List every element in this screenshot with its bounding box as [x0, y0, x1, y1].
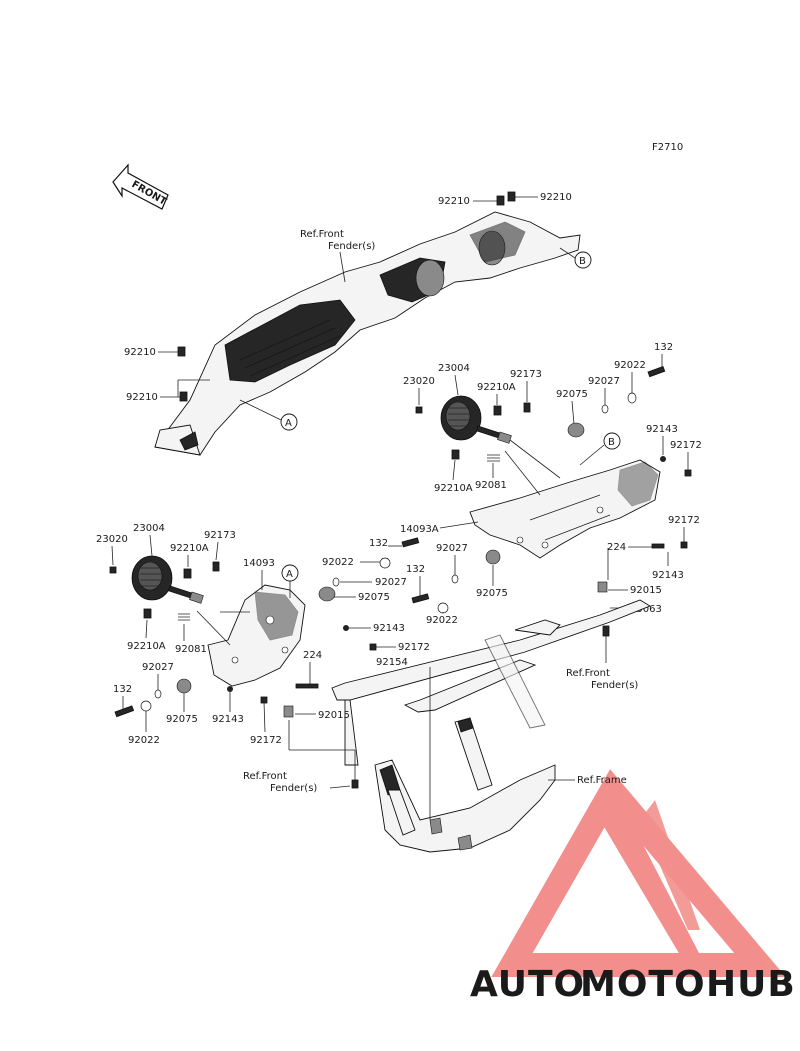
part-label: 92075 — [476, 588, 508, 599]
bracket-14093 — [207, 584, 306, 687]
callout-label: A — [285, 418, 292, 429]
part-label: 92172 — [250, 735, 282, 746]
front-fender-cover — [154, 211, 581, 456]
part-label: 92172 — [668, 515, 700, 526]
clip-92210 — [177, 346, 186, 357]
clip-92210 — [507, 191, 516, 202]
part-label: 92075 — [358, 592, 390, 603]
part-label: 14093A — [400, 524, 439, 535]
part-label: 92210 — [124, 347, 156, 358]
watermark-accent — [640, 800, 700, 930]
part-label: 92143 — [373, 623, 405, 634]
watermark-text-hub: HUB — [706, 964, 796, 1005]
part-label: 23004 — [133, 523, 165, 534]
part-label: 92027 — [375, 577, 407, 588]
part-label: 92210A — [434, 483, 473, 494]
frame-crossmember-35063 — [331, 599, 652, 766]
callout-b — [603, 432, 621, 450]
part-label: 92075 — [166, 714, 198, 725]
part-label: 92173 — [204, 530, 236, 541]
callout-b — [574, 251, 592, 269]
callout-label: A — [286, 569, 293, 580]
grommet-92075 — [176, 678, 192, 694]
front-arrow-icon: FRONT — [112, 163, 169, 210]
part-label: 92143 — [212, 714, 244, 725]
ref-label: Ref.Front — [566, 668, 610, 679]
bolt-23020 — [415, 406, 423, 414]
part-label: 92022 — [128, 735, 160, 746]
part-label: 132 — [406, 564, 425, 575]
bolt-132 — [647, 366, 666, 378]
part-label: 224 — [607, 542, 626, 553]
part-label: 92143 — [652, 570, 684, 581]
part-label: 92154 — [376, 657, 408, 668]
part-label: 92022 — [426, 615, 458, 626]
part-label: 92143 — [646, 424, 678, 435]
part-label: 92081 — [475, 480, 507, 491]
callout-label: B — [579, 256, 586, 267]
headlight-right — [440, 395, 512, 444]
part-label: 92210A — [170, 543, 209, 554]
part-label: 92210 — [438, 196, 470, 207]
callout-a — [280, 413, 298, 431]
clip-92210a — [493, 405, 502, 416]
figure-id: F2710 — [652, 142, 683, 153]
part-label: 35063 — [630, 604, 662, 615]
bracket-14093a — [469, 459, 661, 559]
part-label: 92027 — [588, 376, 620, 387]
grommet-92075 — [318, 586, 336, 602]
part-label: 92027 — [142, 662, 174, 673]
clip-92210 — [496, 195, 505, 206]
ref-label: Fender(s) — [328, 241, 375, 252]
clip-92210a — [451, 449, 460, 460]
part-label: 23020 — [96, 534, 128, 545]
ref-label: Fender(s) — [591, 680, 638, 691]
part-label: 132 — [113, 684, 132, 695]
watermark-text-moto: MOTO — [580, 964, 706, 1005]
part-label: 92027 — [436, 543, 468, 554]
clip-92173 — [523, 402, 531, 413]
watermark-logo — [491, 769, 786, 977]
part-label: 132 — [654, 342, 673, 353]
part-label: 92210 — [126, 392, 158, 403]
callout-label: B — [608, 437, 615, 448]
part-label: 92015 — [318, 710, 350, 721]
part-label: 92015 — [630, 585, 662, 596]
frame-lower — [374, 717, 556, 853]
part-label: 92075 — [556, 389, 588, 400]
part-label: 23004 — [438, 363, 470, 374]
part-label: 92081 — [175, 644, 207, 655]
part-label: 92172 — [670, 440, 702, 451]
ref-label: Ref.Frame — [577, 775, 627, 786]
part-label: 132 — [369, 538, 388, 549]
part-label: 92210 — [540, 192, 572, 203]
part-label: 92022 — [322, 557, 354, 568]
watermark-triangle — [491, 769, 786, 977]
part-label: 92173 — [510, 369, 542, 380]
watermark-text-auto: AUTO — [470, 964, 585, 1005]
ref-label: Ref.Front — [243, 771, 287, 782]
part-label: 14093 — [243, 558, 275, 569]
clip-92210 — [179, 391, 188, 402]
watermark-inner-m — [600, 800, 700, 955]
part-label: 92172 — [398, 642, 430, 653]
headlight-left — [131, 555, 204, 604]
part-label: 92210A — [127, 641, 166, 652]
ref-label: Fender(s) — [270, 783, 317, 794]
part-label: 92210A — [477, 382, 516, 393]
part-label: 224 — [303, 650, 322, 661]
ref-label: Ref.Front — [300, 229, 344, 240]
part-label: 23020 — [403, 376, 435, 387]
grommet-92075 — [485, 549, 501, 565]
grommet-92075 — [567, 422, 585, 438]
part-label: 92022 — [614, 360, 646, 371]
